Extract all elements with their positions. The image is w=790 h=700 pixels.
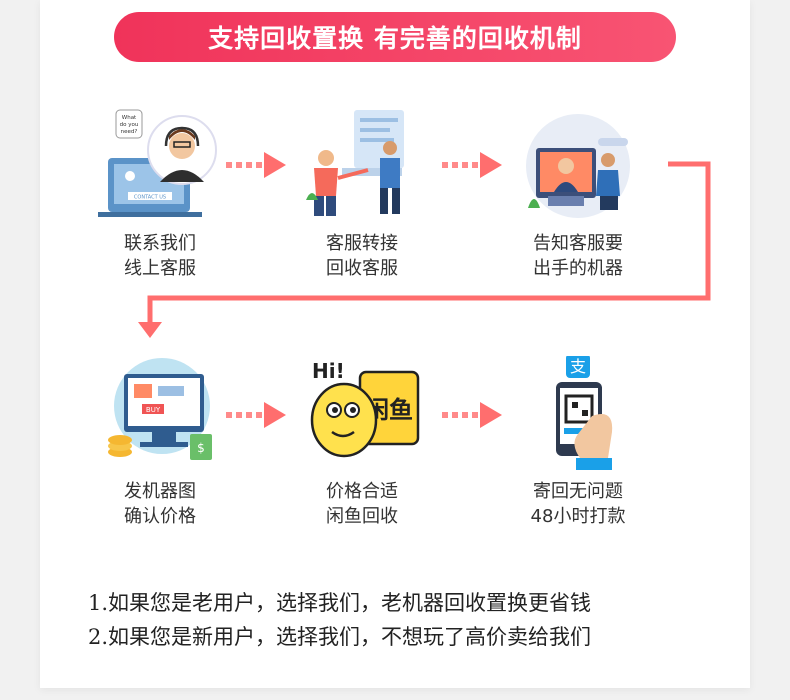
step-describe-device: 告知客服要 出手的机器 bbox=[488, 108, 668, 281]
step-label: 告知客服要 bbox=[533, 233, 623, 254]
buy-tag: BUY bbox=[146, 406, 161, 414]
hi-text: Hi! bbox=[312, 359, 345, 383]
notes: 1.如果您是老用户，选择我们，老机器回收置换更省钱 2.如果您是新用户，选择我们… bbox=[88, 586, 598, 654]
contact-badge: CONTACT US bbox=[134, 195, 166, 201]
note-prefix: 2.如果您是新用户，选择我们， bbox=[88, 625, 382, 649]
arrow-icon bbox=[442, 402, 502, 428]
step-contact-us: CONTACT US What do you need? 联系我们 线上客服 bbox=[70, 108, 250, 281]
svg-text:$: $ bbox=[197, 441, 205, 455]
note-new-user: 2.如果您是新用户，选择我们，不想玩了高价卖给我们 bbox=[88, 620, 598, 654]
page-title-banner: 支持回收置换 有完善的回收机制 bbox=[114, 12, 676, 62]
step-sublabel: 48小时打款 bbox=[530, 506, 626, 527]
svg-text:do you: do you bbox=[120, 122, 139, 128]
flow-connector bbox=[138, 161, 711, 338]
step-xianyu: 闲鱼 Hi! 价格合适 闲鱼回收 bbox=[272, 356, 452, 529]
arrow-icon bbox=[226, 152, 286, 178]
video-meeting-icon bbox=[526, 114, 630, 218]
step-send-photos: BUY $ 发机器图 确认价格 bbox=[70, 356, 250, 529]
step-sublabel: 回收客服 bbox=[326, 258, 398, 279]
arrow-icon bbox=[226, 402, 286, 428]
step-label: 寄回无问题 bbox=[533, 481, 623, 502]
note-old-user: 1.如果您是老用户，选择我们，老机器回收置换更省钱 bbox=[88, 586, 598, 620]
arrow-icon bbox=[442, 152, 502, 178]
step-label: 联系我们 bbox=[124, 233, 196, 254]
handoff-icon bbox=[306, 110, 404, 216]
note-prefix: 1.如果您是老用户，选择我们， bbox=[88, 591, 382, 615]
step-payment: 支 寄回无问题 48小时打款 bbox=[488, 354, 668, 529]
step-label: 客服转接 bbox=[326, 233, 398, 254]
monitor-shop-icon: BUY $ bbox=[108, 358, 212, 460]
step-sublabel: 出手的机器 bbox=[533, 258, 623, 279]
alipay-logo: 支 bbox=[570, 357, 586, 376]
xianyu-logo-icon: 闲鱼 Hi! bbox=[310, 359, 420, 458]
step-sublabel: 闲鱼回收 bbox=[326, 506, 398, 527]
step-label: 发机器图 bbox=[124, 481, 196, 502]
page-title: 支持回收置换 有完善的回收机制 bbox=[208, 24, 582, 53]
note-highlight: 老机器回收置换更省钱 bbox=[377, 586, 598, 620]
svg-text:What: What bbox=[122, 115, 137, 121]
svg-text:need?: need? bbox=[121, 129, 138, 135]
customer-service-icon: CONTACT US What do you need? bbox=[98, 109, 217, 217]
step-sublabel: 线上客服 bbox=[124, 258, 196, 279]
alipay-phone-icon: 支 bbox=[556, 354, 613, 470]
content-card bbox=[40, 0, 750, 688]
step-transfer: 客服转接 回收客服 bbox=[272, 108, 452, 281]
note-highlight: 不想玩了高价卖给我们 bbox=[377, 620, 598, 654]
step-label: 价格合适 bbox=[326, 481, 398, 502]
step-sublabel: 确认价格 bbox=[124, 506, 196, 527]
